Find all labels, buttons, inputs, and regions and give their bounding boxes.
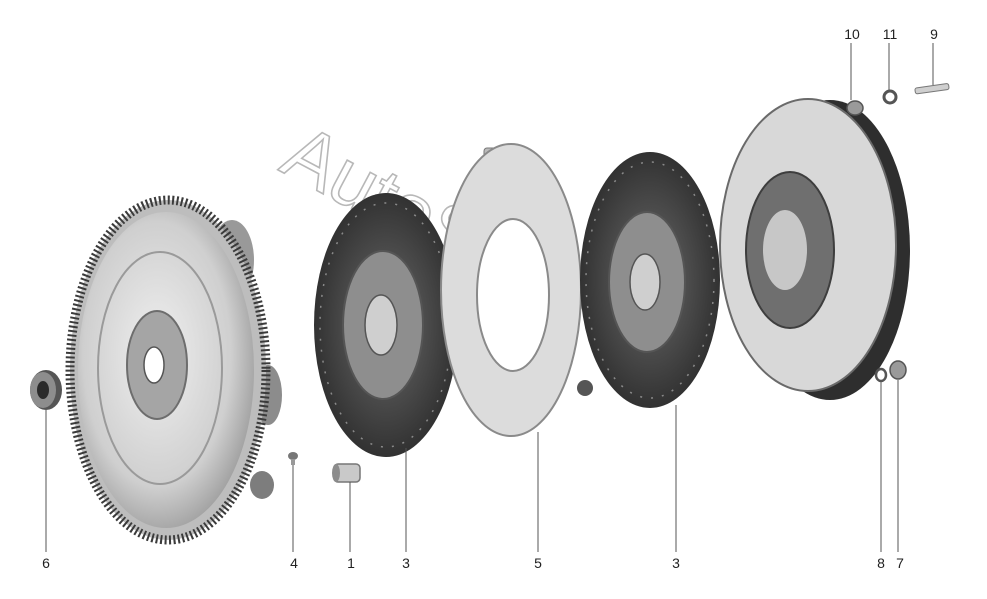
- part-flywheel: [65, 195, 282, 545]
- part-7-nut: [889, 360, 907, 380]
- callout-9: 9: [930, 26, 938, 42]
- part-1-bushing: [332, 463, 361, 483]
- callout-8: 8: [877, 555, 885, 571]
- callout-10: 10: [844, 26, 860, 42]
- callout-3a: 3: [402, 555, 410, 571]
- part-11-washer: [882, 89, 898, 105]
- part-3-driven-disc-rear: [580, 152, 720, 408]
- part-8-washer: [874, 367, 888, 383]
- callout-1: 1: [347, 555, 355, 571]
- part-10-nut: [846, 100, 864, 116]
- part-3-driven-disc-front: [314, 193, 458, 457]
- callout-7: 7: [896, 555, 904, 571]
- part-6-bearing: [30, 370, 62, 410]
- callout-3b: 3: [672, 555, 680, 571]
- part-pressure-plate-assembly: [719, 98, 910, 400]
- part-9-bolt: [914, 83, 950, 95]
- callout-4: 4: [290, 555, 298, 571]
- leader-lines: [45, 43, 934, 552]
- callout-6: 6: [42, 555, 50, 571]
- callout-5: 5: [534, 555, 542, 571]
- callout-labels: 6 4 1 3 5 3 8 7 10 11 9: [42, 26, 938, 571]
- callout-11: 11: [883, 26, 898, 42]
- part-4-bolt: [288, 452, 298, 465]
- part-5-intermediate-plate: [440, 143, 593, 437]
